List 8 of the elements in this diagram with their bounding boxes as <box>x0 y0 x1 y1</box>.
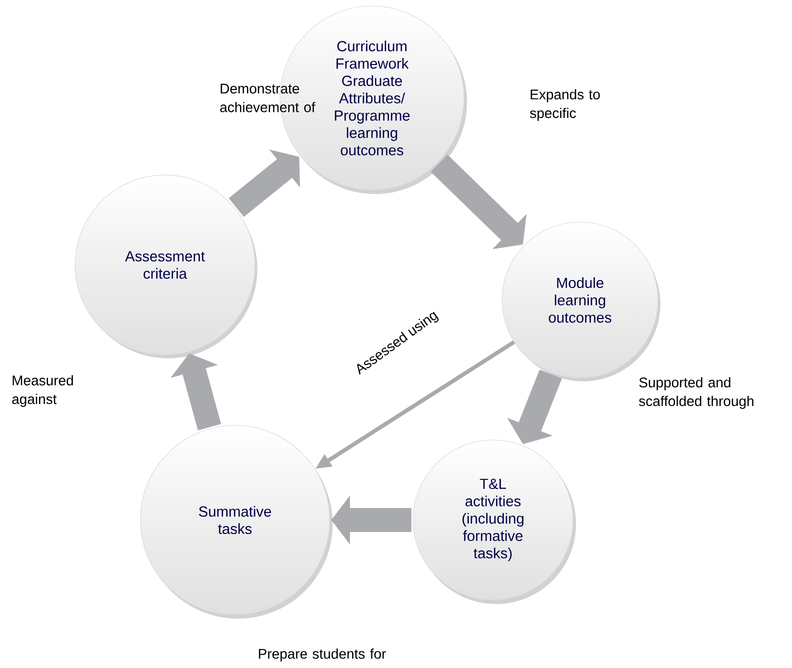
circle-node: T&L activities (including formative tasks) <box>412 440 576 604</box>
annotation-text: Demonstrate achievement of <box>220 84 316 112</box>
circle-node: Summative tasks <box>140 425 333 619</box>
annotation-text: Measured against <box>12 375 73 407</box>
annotation-text: Expands to specific <box>530 89 600 121</box>
arrow <box>228 149 300 217</box>
annotation-text: Prepare students for <box>258 648 386 662</box>
circle-node: Assessment criteria <box>74 174 258 358</box>
